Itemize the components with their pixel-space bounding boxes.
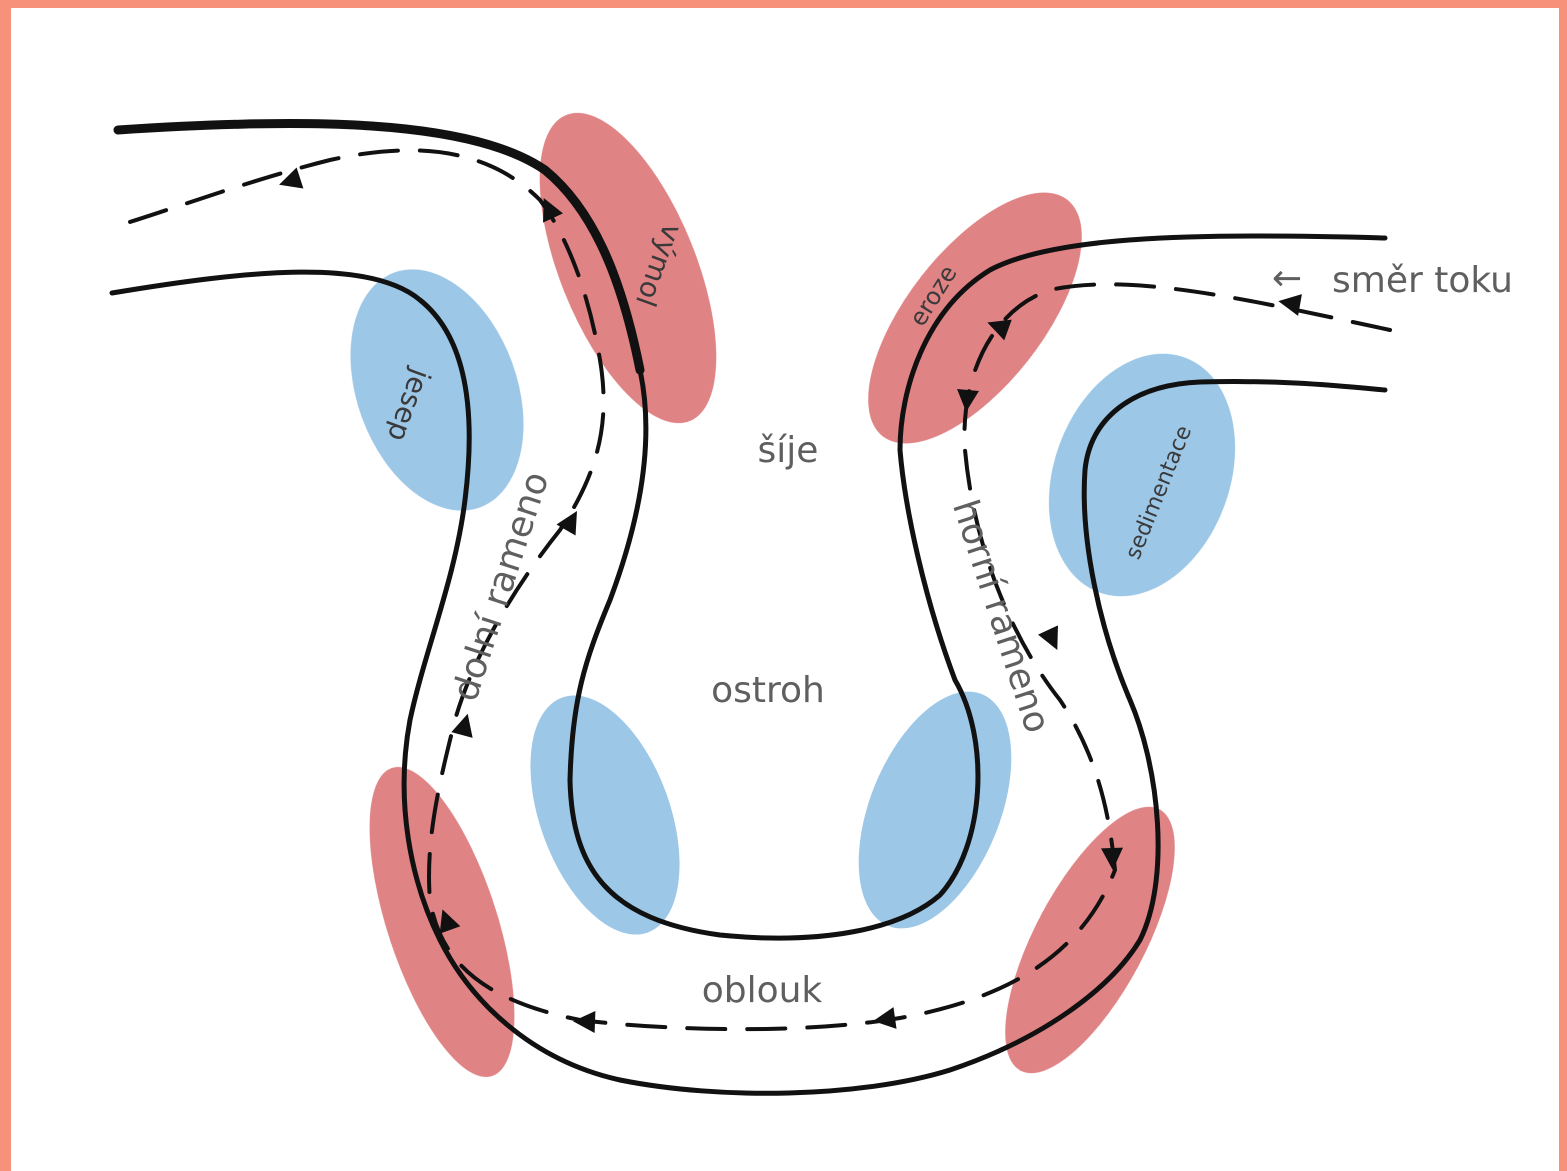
- erosion-zone-top-left: [539, 112, 717, 424]
- flow-arrowhead: [556, 510, 577, 536]
- deposition-zone-inner-right: [858, 691, 1012, 929]
- flow-direction-arrow: ←: [1272, 258, 1302, 299]
- outer-bank-left-lower: [567, 233, 1388, 941]
- bend-label: oblouk: [702, 970, 823, 1011]
- neck-label: šíje: [758, 430, 819, 471]
- flow-arrowhead: [439, 909, 461, 934]
- flow-direction-label: směr toku: [1332, 260, 1513, 301]
- deposition-zone-left: [350, 269, 524, 511]
- flow-arrowhead: [873, 1007, 897, 1029]
- flow-line: [118, 148, 1392, 1032]
- flow-arrowhead: [1278, 294, 1302, 316]
- outer-bank-left: [113, 118, 645, 375]
- flow-arrowhead: [573, 1011, 596, 1033]
- spur-label: ostroh: [711, 670, 825, 711]
- flow-arrowhead: [1101, 847, 1123, 870]
- flow-arrowhead: [987, 319, 1012, 341]
- deposition-zone-inner-left: [530, 695, 680, 935]
- inner-bank: [109, 269, 1388, 1096]
- flow-arrowhead: [543, 198, 563, 223]
- flow-arrowhead: [279, 167, 304, 189]
- erosion-zone-bottom-right: [1005, 806, 1175, 1074]
- flow-arrowhead: [1038, 625, 1058, 650]
- flow-arrowhead: [451, 713, 473, 738]
- flow-arrowhead: [957, 389, 979, 412]
- deposition-zone-right: [1048, 353, 1236, 597]
